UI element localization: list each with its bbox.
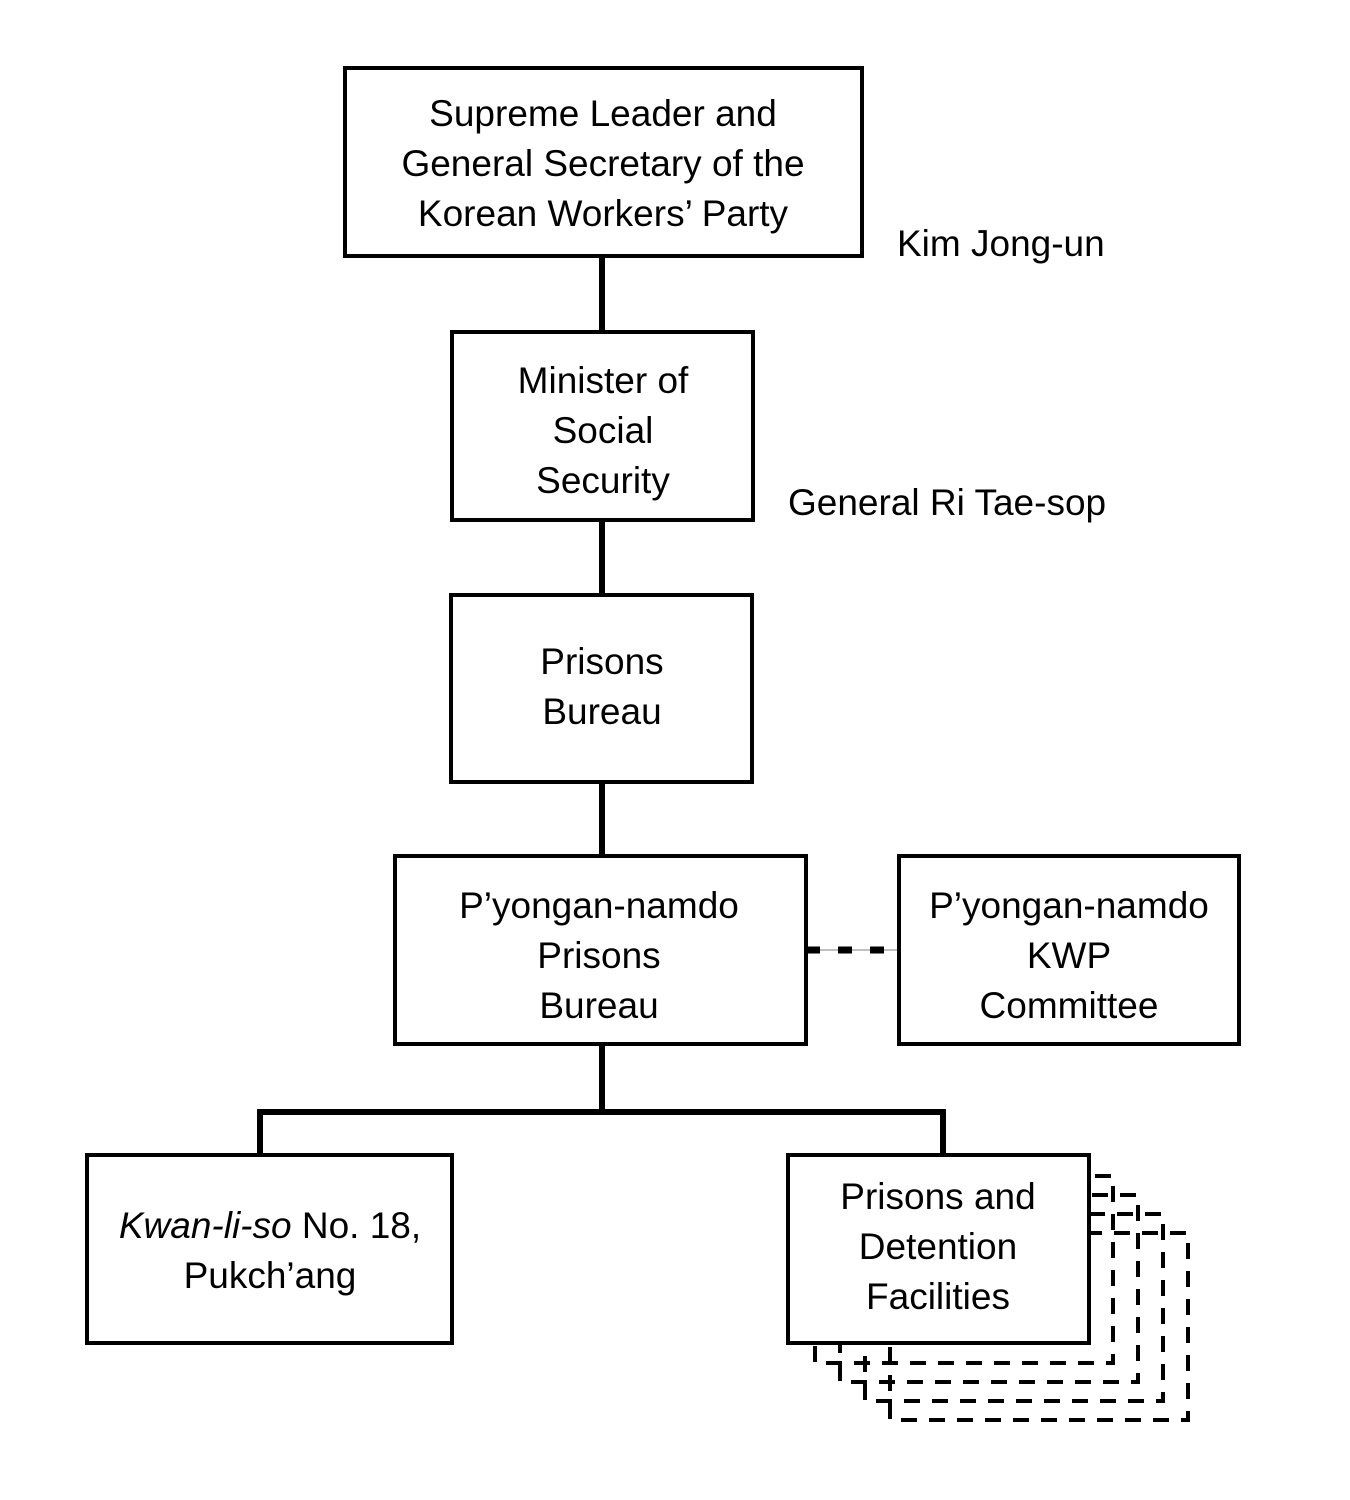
node-label-line: Kwan-li-so No. 18, — [119, 1205, 421, 1246]
node-minister: Minister of Social Security — [450, 330, 755, 522]
node-facilities: Prisons and Detention Facilities — [786, 1153, 1091, 1345]
node-provincial-bureau: P’yongan-namdo Prisons Bureau — [393, 854, 808, 1046]
node-label-line: Prisons and — [840, 1176, 1035, 1217]
node-prisons-bureau: Prisons Bureau — [449, 593, 754, 784]
connector-branch — [257, 1109, 946, 1155]
connectors — [257, 256, 946, 1155]
node-label-line: P’yongan-namdo — [929, 885, 1209, 926]
camp-number: No. 18, — [292, 1205, 422, 1246]
node-label-line: P’yongan-namdo — [459, 885, 739, 926]
person-label-kim: Kim Jong-un — [897, 223, 1105, 264]
node-label-line: Pukch’ang — [184, 1255, 357, 1296]
node-supreme-leader: Supreme Leader and General Secretary of … — [343, 66, 864, 258]
node-label-line: Facilities — [866, 1276, 1010, 1317]
node-label-line: Social — [553, 410, 654, 451]
node-label-line: General Secretary of the — [401, 143, 804, 184]
node-label-line: Bureau — [539, 985, 658, 1026]
node-label-line: Detention — [859, 1226, 1017, 1267]
node-label-line: Supreme Leader and — [429, 93, 777, 134]
node-label-line: Security — [536, 460, 670, 501]
camp-name-italic: Kwan-li-so — [119, 1205, 292, 1246]
node-kwp-committee: P’yongan-namdo KWP Committee — [897, 854, 1241, 1046]
node-label-line: Korean Workers’ Party — [418, 193, 789, 234]
person-label-ri: General Ri Tae-sop — [788, 482, 1106, 523]
node-label-line: Prisons — [540, 641, 663, 682]
node-label-line: KWP — [1027, 935, 1111, 976]
node-label-line: Minister of — [518, 360, 689, 401]
node-kwanliso: Kwan-li-so No. 18, Pukch’ang — [85, 1153, 454, 1345]
node-label-line: Bureau — [542, 691, 661, 732]
node-label-line: Prisons — [537, 935, 660, 976]
node-label-line: Committee — [980, 985, 1159, 1026]
